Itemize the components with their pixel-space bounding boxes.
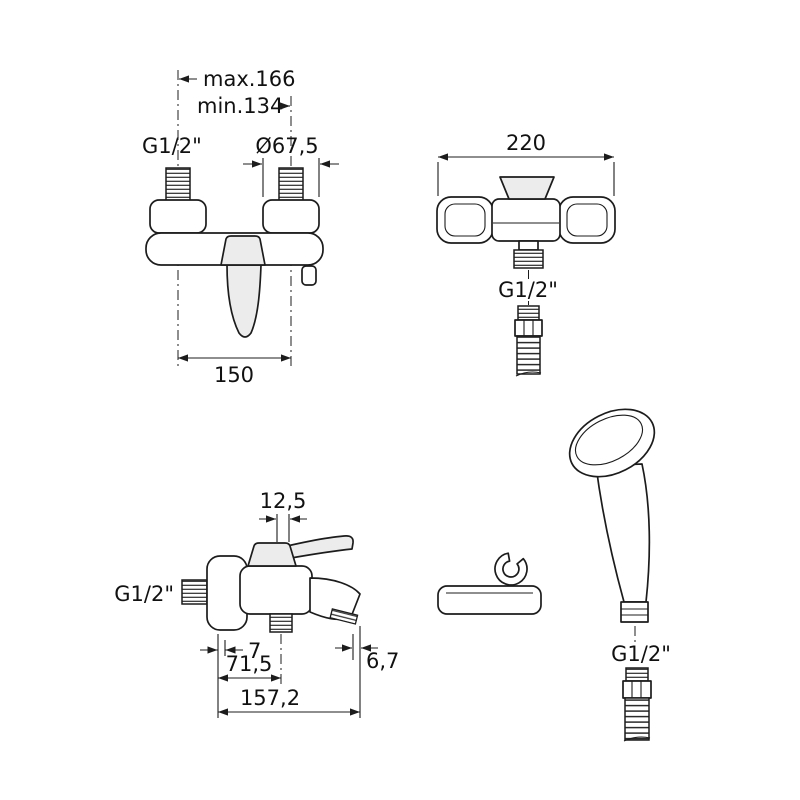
left-union-inner [444,203,486,237]
handshower-face-seam [574,414,644,466]
lever-handle [226,264,262,338]
outlet-distance-label: 71,5 [226,652,273,676]
hand-shower: G1/2" [568,408,671,742]
hose-connector-thread [625,667,649,682]
wall-offset-label: 7 [248,639,261,663]
side-view-shower-mixer: 220 G1/2" [436,131,616,377]
bath-aerator [329,608,359,625]
right-escutcheon [262,199,320,234]
flange-diameter-label: Ø67,5 [255,134,318,158]
total-projection-label: 157,2 [240,686,300,710]
hose-nut [514,319,543,337]
left-escutcheon [149,199,207,234]
max-distance-label: max.166 [203,67,296,91]
lever-top [499,176,555,200]
hose-cut-end-2 [623,736,651,742]
inlet-thread-label: G1/2" [142,134,202,158]
hose-connector-nut [622,680,652,699]
side-view-bath-mixer: 12,5 G1/2" 7 71,5 157,2 6,7 [114,489,399,718]
cartridge-cap [220,235,266,266]
right-union-inner [566,203,608,237]
hose-nut-thread [517,305,540,321]
outlet-thread-label: G1/2" [498,278,558,302]
outlet-thread [513,249,544,269]
hose-corrugation [516,335,541,375]
bath-shower-outlet [269,613,293,633]
bath-inlet-thread-label: G1/2" [114,582,174,606]
right-inlet-thread [278,167,304,202]
diverter-knob [301,265,317,286]
handshower-handle [595,463,651,603]
bracket-hook [494,552,528,586]
bath-cartridge-cap [247,542,297,567]
wall-bracket [437,552,542,615]
width-label: 220 [506,131,546,155]
bracket-bar [437,585,542,615]
bath-inlet-thread [181,579,208,605]
aerator-offset-label: 6,7 [366,649,399,673]
front-view-shower-mixer: max.166 min.134 G1/2" Ø67,5 150 [142,67,339,387]
outlet-neck [518,240,539,251]
min-distance-label: min.134 [197,94,283,118]
hose-corrugation-2 [624,697,650,741]
mixer-body-side [491,198,561,242]
hose-cut-end [515,371,542,377]
left-inlet-thread [165,167,191,202]
hose-thread-label: G1/2" [611,642,671,666]
handle-width-label: 12,5 [260,489,307,513]
center-distance-label: 150 [214,363,254,387]
bath-body [239,565,313,615]
handshower-nut [620,601,649,623]
